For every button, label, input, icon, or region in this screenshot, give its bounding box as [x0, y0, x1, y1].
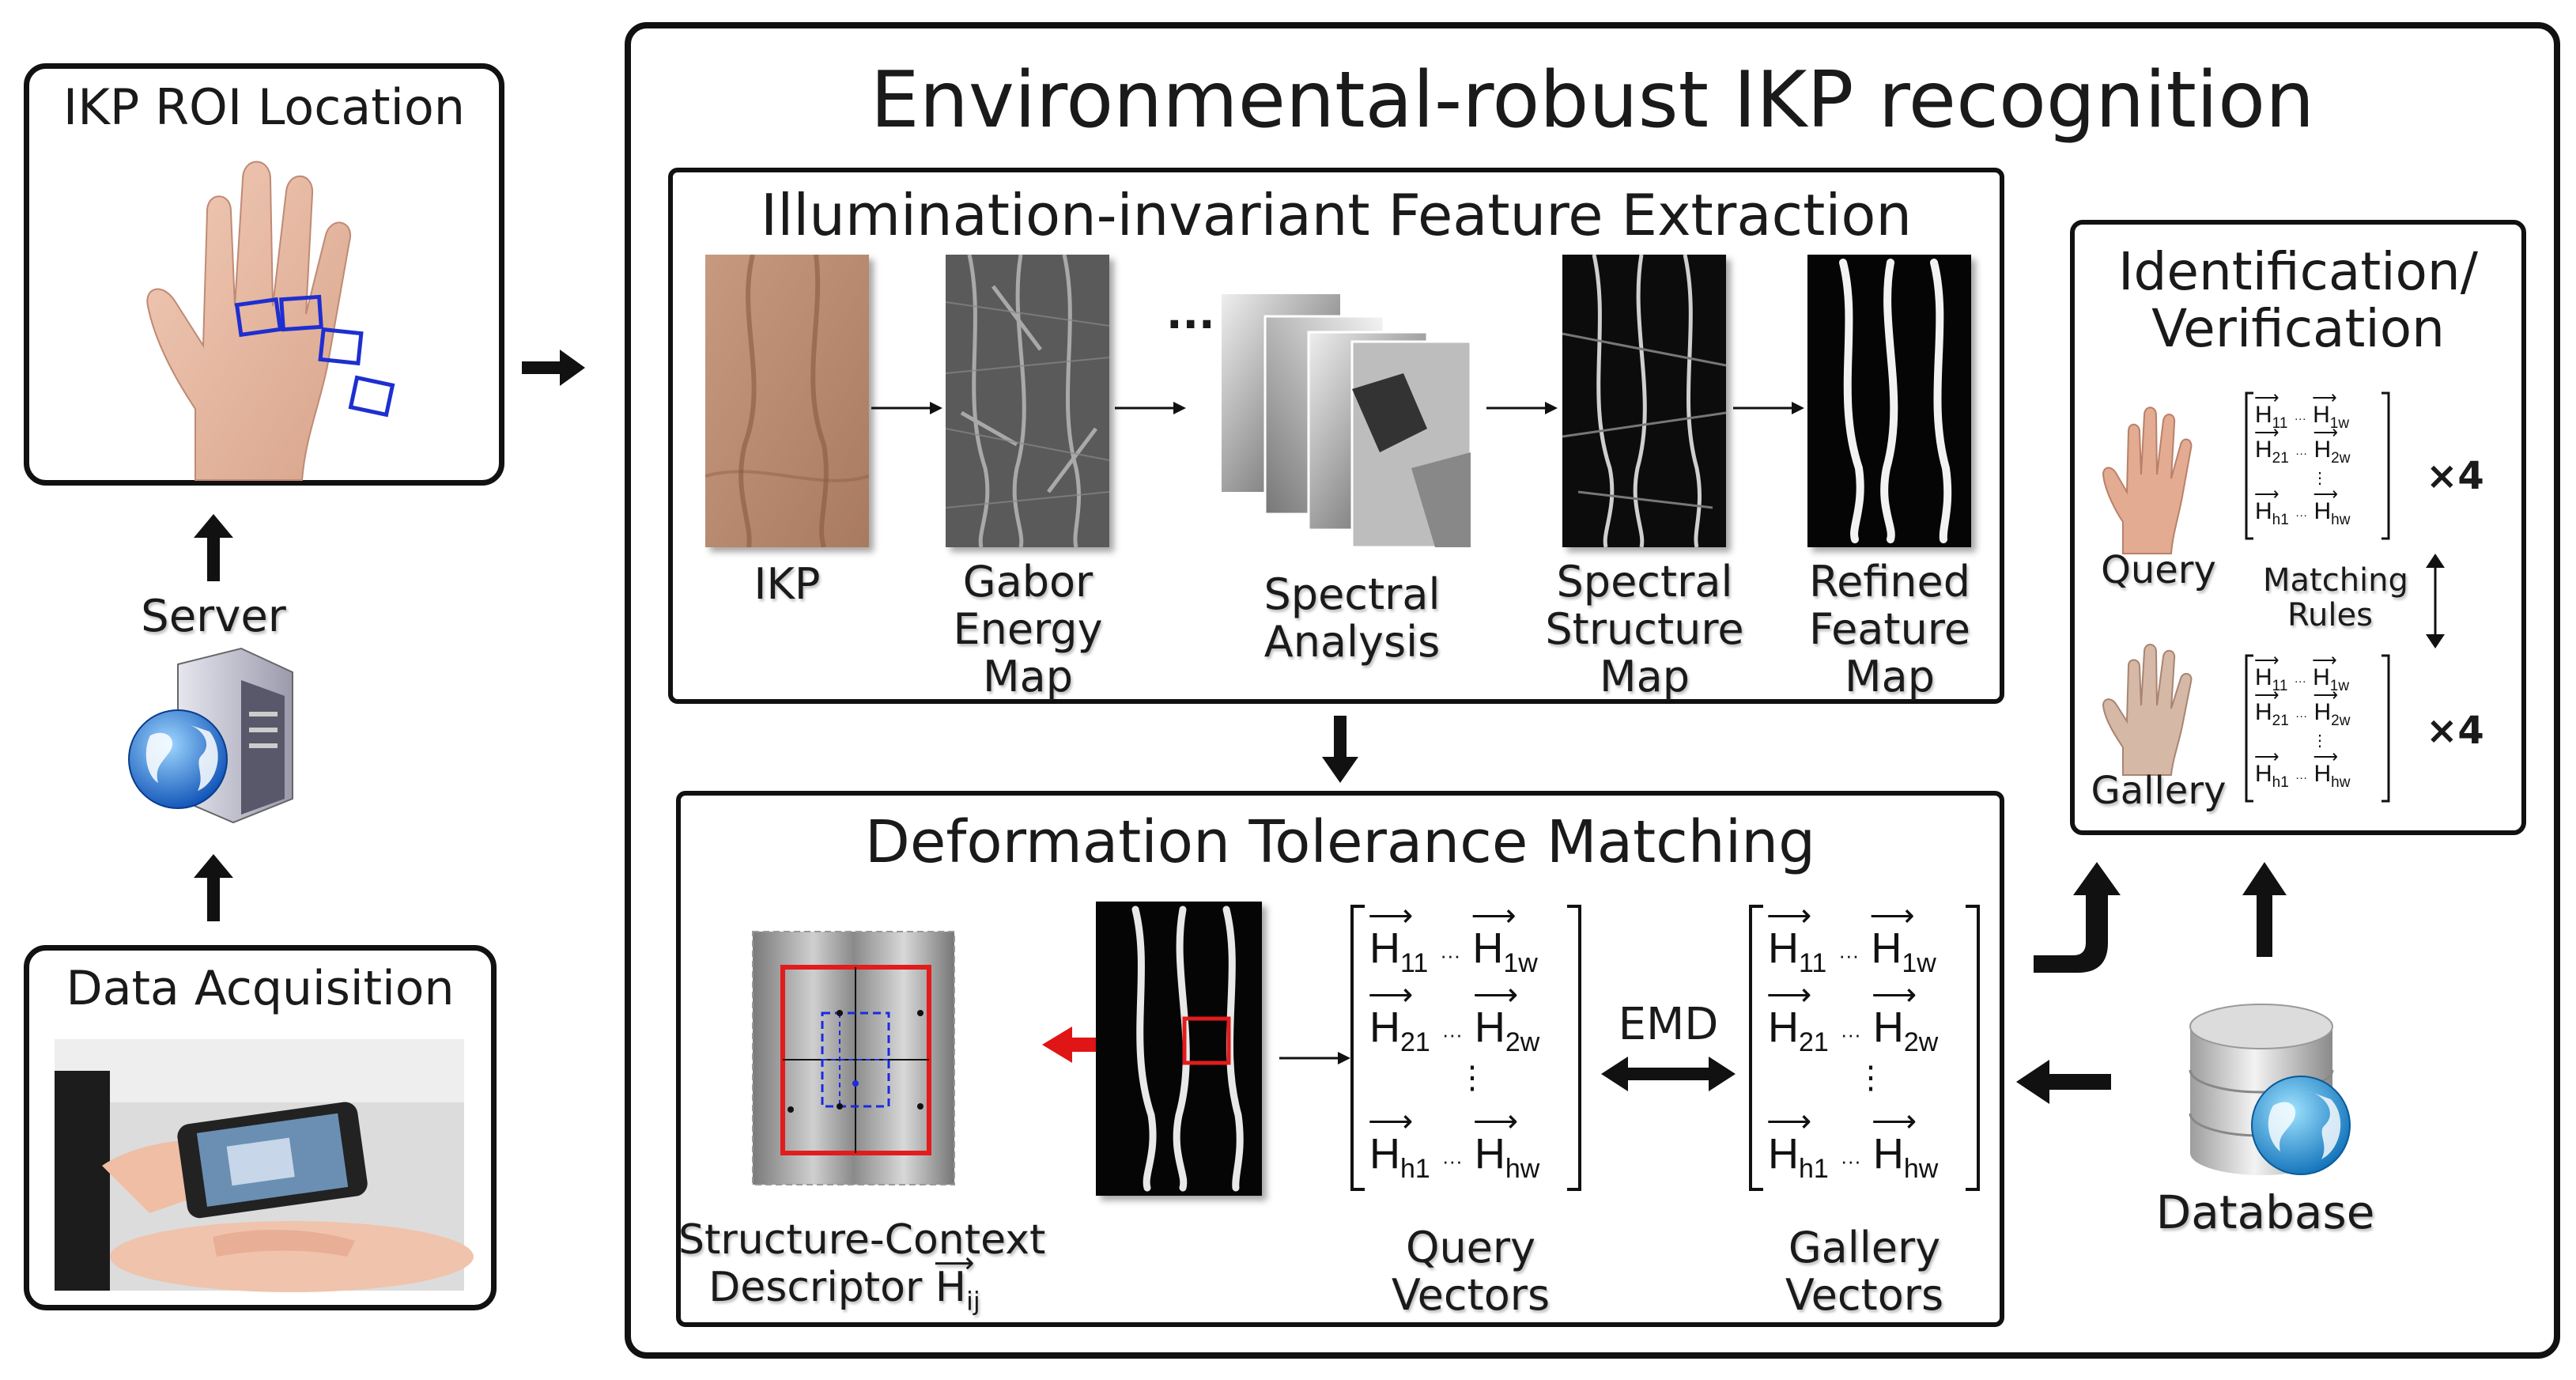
gallery-vectors-label: Gallery Vectors	[1785, 1223, 1944, 1320]
hand-query-icon	[2102, 406, 2193, 554]
database-label: Database	[2155, 1185, 2375, 1239]
arrow-right-icon	[1486, 402, 1558, 414]
acq-title: Data Acquisition	[66, 961, 455, 1016]
double-arrow-icon	[1601, 1057, 1736, 1091]
query-label: Query	[2101, 548, 2216, 592]
roi-location-panel: IKP ROI Location	[24, 63, 504, 486]
step-label-refined: Refined Feature Map	[1808, 557, 1971, 701]
gabor-energy-image	[946, 255, 1109, 547]
matrix-row: ⟶H11 ··· ⟶H1w	[1368, 898, 1538, 978]
ellipsis: ...	[1166, 289, 1215, 338]
query-small-matrix: ⟶H11 ··· ⟶H1w ⟶H21 ··· ⟶H2w ⋮ ⟶Hh1 ··· ⟶…	[2244, 388, 2391, 541]
matrix-row: ⟶Hh1 ··· ⟶Hhw	[1766, 1104, 1939, 1184]
step-label-spectral-analysis: Spectral Analysis	[1263, 569, 1441, 667]
arrow-up-icon	[2242, 862, 2287, 957]
matrix-row: ⟶H21 ··· ⟶H2w	[1368, 977, 1540, 1057]
step-label-gabor: Gabor Energy Map	[953, 557, 1103, 701]
data-acquisition-panel: Data Acquisition	[24, 945, 497, 1310]
matrix-row: ⟶H21 ··· ⟶H2w	[1766, 977, 1939, 1057]
phone-photo	[55, 1039, 474, 1292]
matrix-row: ⟶Hh1 ··· ⟶Hhw	[2254, 747, 2351, 791]
times-label-query: ×4	[2426, 454, 2484, 498]
matrix-row: ⟶Hh1 ··· ⟶Hhw	[2254, 484, 2351, 528]
matrix-row: ⟶H11 ··· ⟶H1w	[2254, 650, 2350, 694]
spectral-structure-image	[1562, 255, 1726, 547]
double-arrow-vertical-icon	[2426, 554, 2445, 648]
gallery-vectors-matrix: ⟶H11 ··· ⟶H1w ⟶H21 ··· ⟶H2w ⋮ ⟶Hh1 ··· ⟶…	[1746, 898, 1983, 1194]
step-label-ikp: IKP	[754, 559, 821, 609]
server-label: Server	[141, 591, 286, 642]
ident-title: Identification/ Verification	[2118, 241, 2478, 359]
arrow-right-icon	[522, 350, 585, 386]
database-icon	[2189, 1004, 2351, 1175]
spectral-analysis-image	[1222, 294, 1472, 549]
main-title: Environmental-robust IKP recognition	[870, 55, 2315, 146]
arrow-left-icon	[2016, 1060, 2111, 1104]
arrow-turn-up-icon	[2034, 862, 2121, 973]
arrow-left-red-icon	[1042, 1026, 1145, 1063]
arrow-right-icon	[871, 402, 942, 414]
ikp-image	[705, 255, 869, 547]
times-label-gallery: ×4	[2426, 709, 2484, 753]
hand-roi-icon	[146, 161, 395, 481]
query-feature-map-image	[1096, 902, 1262, 1196]
gallery-small-matrix: ⟶H11 ··· ⟶H1w ⟶H21 ··· ⟶H2w ⋮ ⟶Hh1 ··· ⟶…	[2244, 650, 2391, 803]
matrix-row: ⟶H21 ··· ⟶H2w	[2254, 685, 2351, 729]
server-icon	[128, 647, 293, 824]
matching-title: Deformation Tolerance Matching	[864, 808, 1816, 876]
matrix-vdots: ⋮	[2312, 732, 2328, 750]
arrow-right-icon	[1279, 1052, 1350, 1064]
matrix-row: ⟶H11 ··· ⟶H1w	[1766, 898, 1936, 978]
descriptor-label: Structure-Context Descriptor ⟶Hij	[678, 1216, 1046, 1317]
hand-gallery-icon	[2102, 644, 2193, 776]
matrix-row: ⟶H21 ··· ⟶H2w	[2254, 422, 2351, 467]
roi-title: IKP ROI Location	[62, 78, 466, 136]
emd-label: EMD	[1618, 999, 1719, 1050]
arrow-down-icon	[1322, 716, 1358, 783]
gallery-label: Gallery	[2091, 769, 2227, 813]
matrix-vdots: ⋮	[2312, 470, 2328, 487]
refined-feature-image	[1807, 255, 1971, 547]
arrow-right-icon	[1115, 402, 1186, 414]
matrix-vdots: ⋮	[1456, 1061, 1488, 1095]
matrix-vdots: ⋮	[1855, 1061, 1887, 1095]
matching-rules-label: Matching Rules	[2263, 562, 2408, 633]
matrix-row: ⟶Hh1 ··· ⟶Hhw	[1368, 1104, 1540, 1184]
feature-title: Illumination-invariant Feature Extractio…	[760, 182, 1913, 248]
matrix-row: ⟶H11 ··· ⟶H1w	[2254, 388, 2350, 432]
query-vectors-label: Query Vectors	[1391, 1223, 1551, 1320]
query-vectors-matrix: ⟶H11 ··· ⟶H1w ⟶H21 ··· ⟶H2w ⋮ ⟶Hh1 ··· ⟶…	[1347, 898, 1585, 1194]
arrow-right-icon	[1733, 402, 1804, 414]
step-label-spectral-structure: Spectral Structure Map	[1545, 557, 1744, 701]
arrow-up-icon	[194, 514, 233, 581]
arrow-up-icon	[194, 854, 233, 921]
structure-context-descriptor-image	[752, 931, 955, 1185]
